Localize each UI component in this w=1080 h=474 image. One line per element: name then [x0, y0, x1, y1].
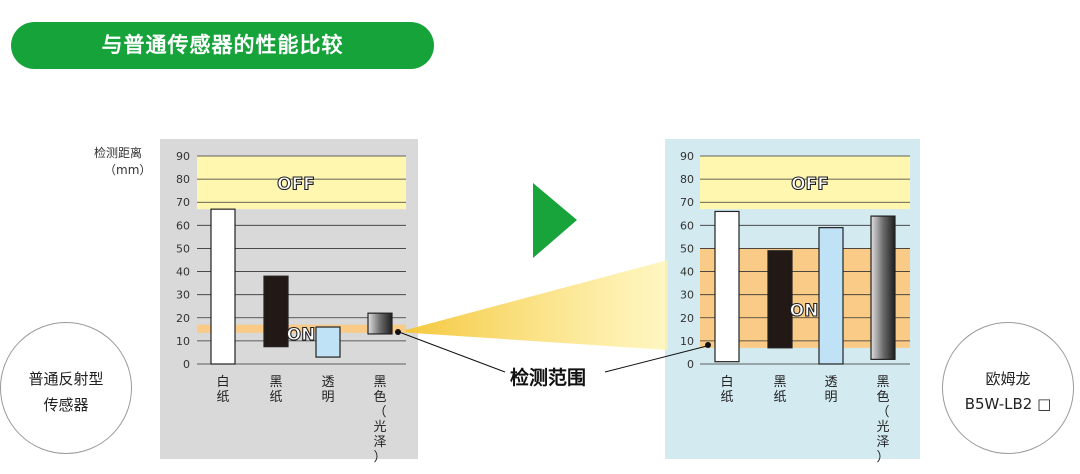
range-dot-left — [395, 329, 401, 335]
y-tick-label: 80 — [176, 173, 190, 186]
sensor-model: B5W-LB2 □ — [964, 395, 1052, 413]
y-tick-label: 0 — [183, 358, 190, 371]
category-label: 透明 — [824, 375, 837, 405]
y-tick-label: 30 — [176, 289, 190, 302]
sensor-name-line1: 普通反射型 — [28, 370, 104, 388]
sensor-circle-omron: 欧姆龙 B5W-LB2 □ — [942, 322, 1074, 454]
y-tick-label: 50 — [680, 242, 694, 255]
range-leader-left — [398, 331, 506, 373]
y-tick-label: 10 — [176, 335, 190, 348]
y-tick-label: 60 — [680, 219, 694, 232]
bar — [870, 215, 896, 360]
bar — [714, 210, 740, 363]
category-label: 黑纸 — [269, 375, 282, 405]
y-tick-label: 70 — [176, 196, 190, 209]
off-label: OFF — [791, 175, 829, 195]
y-tick-label: 10 — [680, 335, 694, 348]
y-tick-label: 20 — [680, 312, 694, 325]
off-zone — [700, 156, 910, 210]
on-zone — [197, 324, 406, 333]
category-label: 黑色（光泽） — [876, 375, 889, 465]
y-axis-label-line2: （mm） — [104, 163, 152, 177]
y-tick-label: 40 — [176, 266, 190, 279]
category-label: 黑纸 — [773, 375, 786, 405]
y-tick-label: 60 — [176, 219, 190, 232]
on-label: ON — [287, 325, 316, 345]
category-label: 白纸 — [720, 374, 733, 405]
off-label: OFF — [277, 175, 315, 195]
bar — [367, 312, 393, 335]
y-tick-label: 70 — [680, 196, 694, 209]
y-tick-label: 90 — [680, 150, 694, 163]
category-label: 透明 — [321, 375, 334, 405]
y-tick-label: 30 — [680, 289, 694, 302]
range-leader-right — [604, 345, 708, 373]
off-zone — [197, 156, 406, 210]
y-axis-label-line1: 检测距离 — [94, 146, 143, 160]
category-label: 黑色（光泽） — [373, 375, 386, 465]
on-label: ON — [790, 301, 819, 321]
bar — [767, 250, 793, 349]
detection-range-label: 检测范围 — [510, 367, 587, 389]
y-tick-label: 20 — [176, 312, 190, 325]
sensor-name-line2: 传感器 — [43, 396, 89, 414]
light-beam — [398, 260, 668, 350]
title-banner: 与普通传感器的性能比较 — [11, 22, 434, 69]
bar — [818, 227, 844, 365]
y-tick-label: 40 — [680, 266, 694, 279]
page-title: 与普通传感器的性能比较 — [101, 33, 344, 57]
bar — [315, 326, 341, 358]
y-tick-label: 0 — [687, 358, 694, 371]
range-dot-right — [705, 342, 711, 348]
y-tick-label: 80 — [680, 173, 694, 186]
bar — [210, 208, 236, 365]
sensor-circle-standard: 普通反射型 传感器 — [0, 322, 132, 454]
y-tick-label: 50 — [176, 242, 190, 255]
category-label: 白纸 — [216, 374, 229, 405]
bar — [263, 275, 289, 348]
y-tick-label: 90 — [176, 150, 190, 163]
arrow-right-icon — [533, 183, 577, 258]
sensor-brand: 欧姆龙 — [985, 370, 1031, 388]
